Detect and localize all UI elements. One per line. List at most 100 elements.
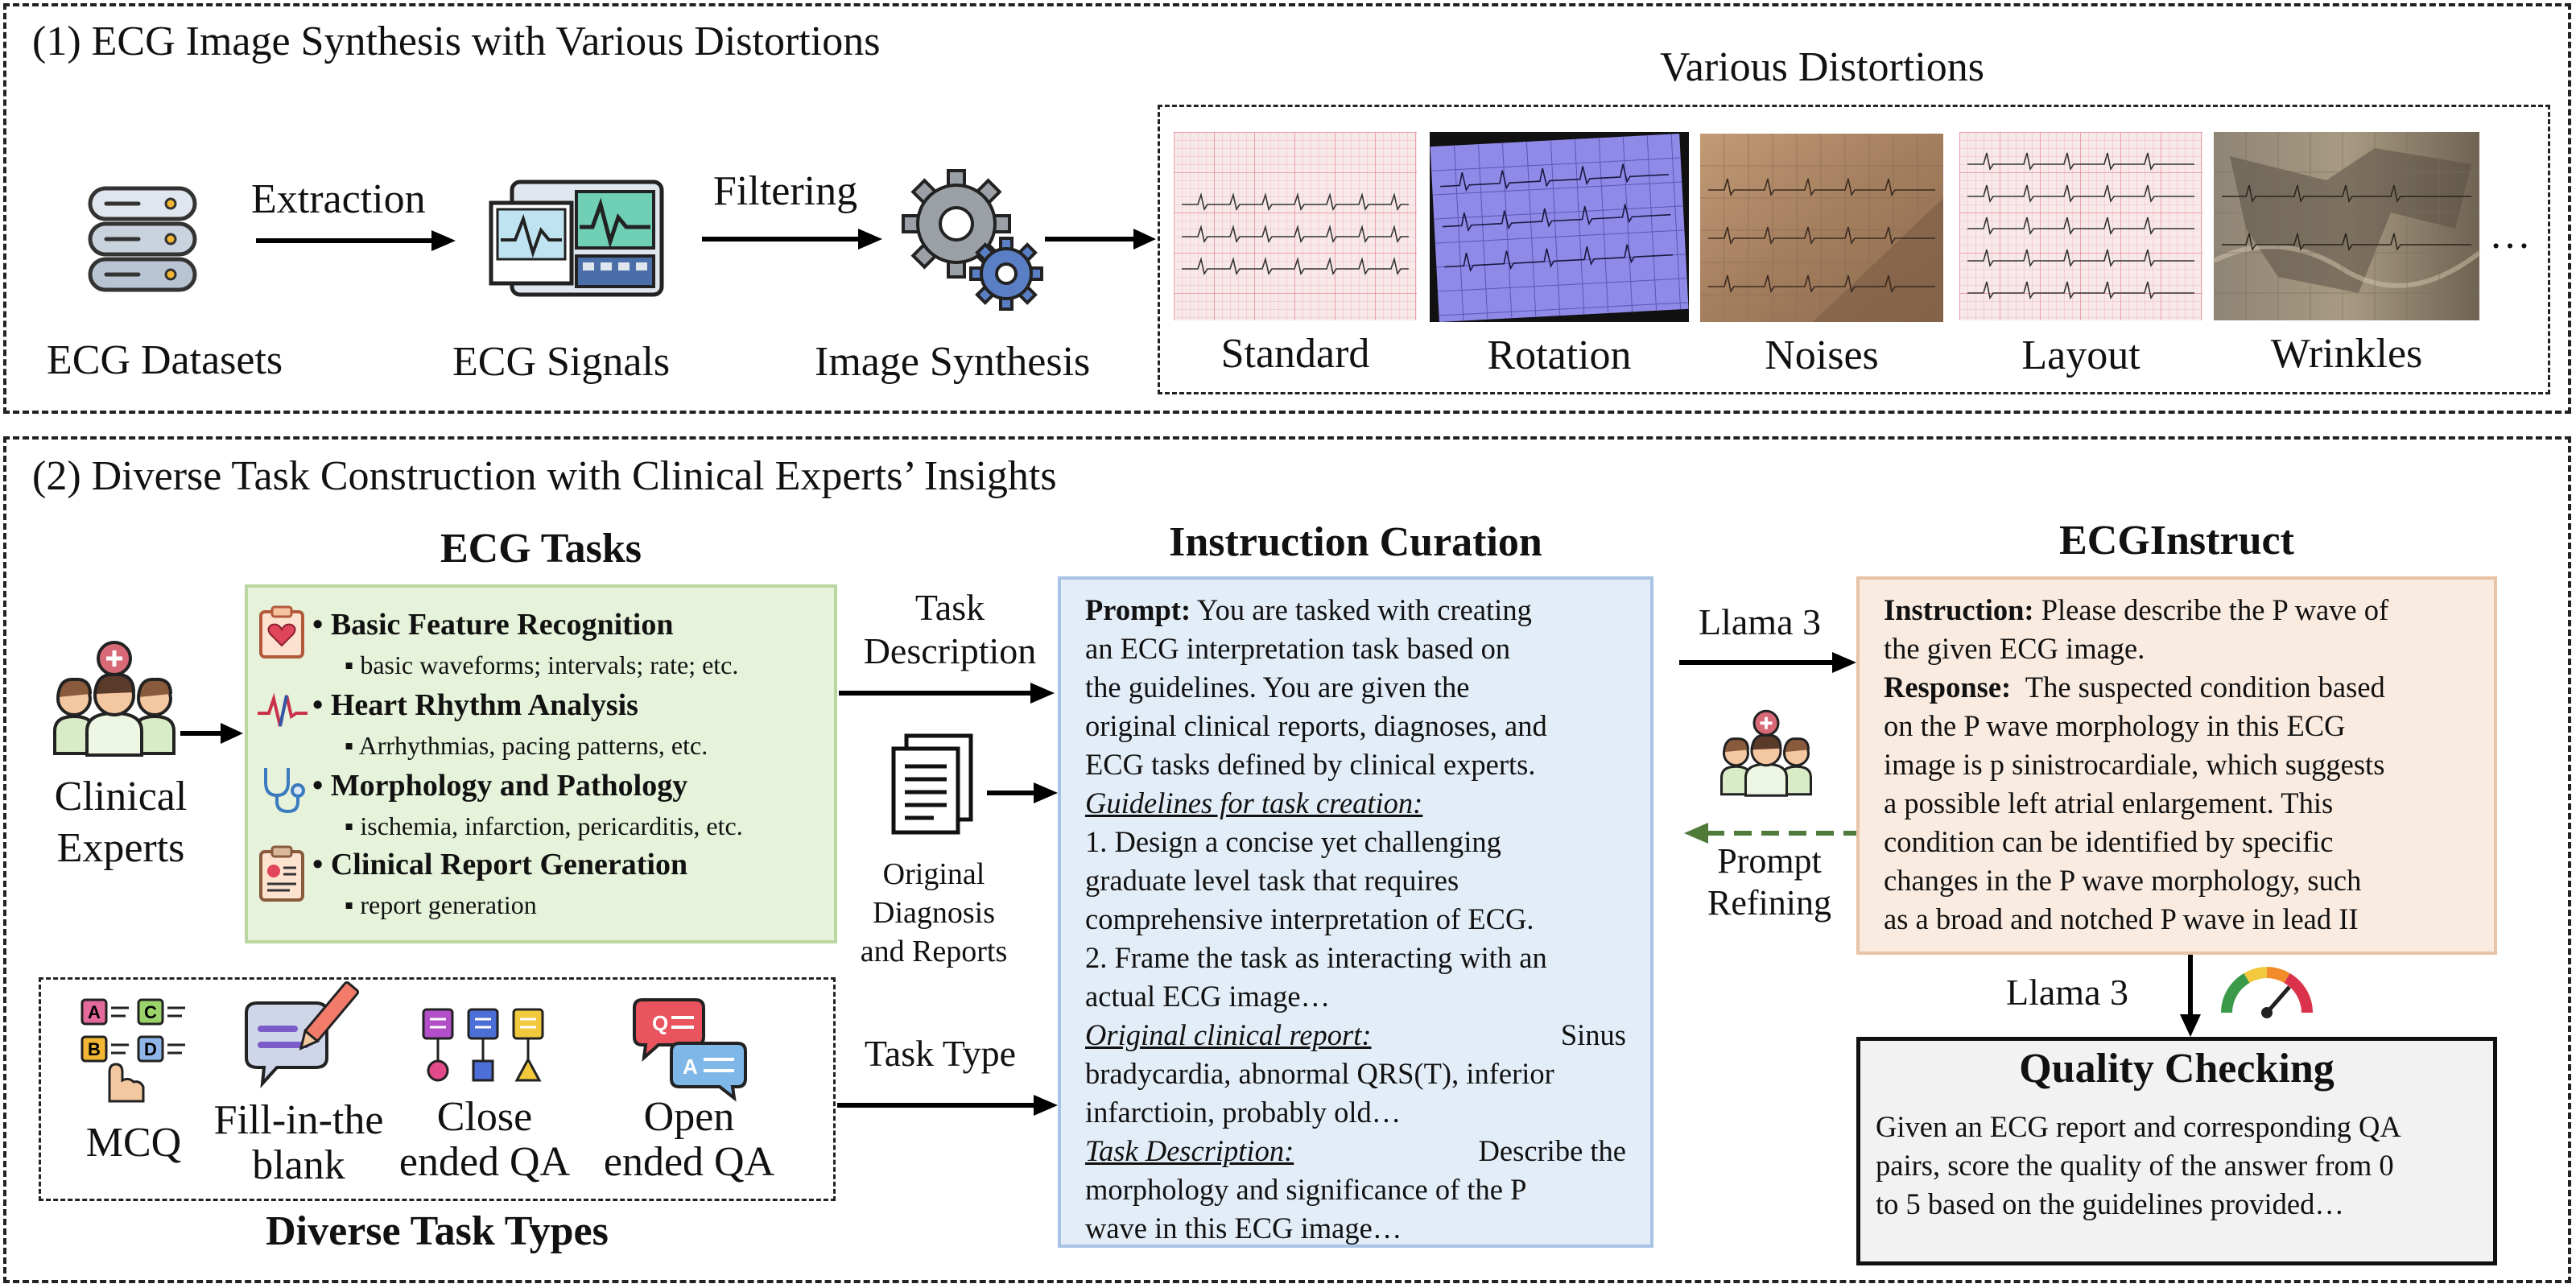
distortion-label-wrinkles: Wrinkles xyxy=(2270,331,2423,377)
task-type-fill-blank-line2: blank xyxy=(252,1142,345,1188)
task-type-mcq-label: MCQ xyxy=(85,1120,182,1166)
ecg-image-wrinkles xyxy=(2212,132,2481,320)
guideline-line-2: graduate level task that requires xyxy=(1085,864,1459,897)
quality-checking-title: Quality Checking xyxy=(2019,1046,2334,1092)
panel1-title: (1) ECG Image Synthesis with Various Dis… xyxy=(32,19,881,64)
response-line-1: Response: The suspected condition based xyxy=(1884,671,2385,704)
experts-small-icon xyxy=(1720,709,1812,797)
arrow-filtering xyxy=(702,229,882,250)
task-sub-basic-feature: ▪ basic waveforms; intervals; rate; etc. xyxy=(345,650,739,679)
svg-text:A: A xyxy=(683,1055,698,1079)
taskdesc-line-1: Task Description:Describe the xyxy=(1085,1134,1626,1167)
ecg-tasks-title: ECG Tasks xyxy=(440,526,642,572)
svg-text:Q: Q xyxy=(652,1011,668,1035)
task-type-close-ended-line1: Close xyxy=(436,1094,533,1140)
task-head-basic-feature: • Basic Feature Recognition xyxy=(312,608,674,642)
taskdesc-line-3: wave in this ECG image… xyxy=(1085,1212,1402,1245)
taskdesc-line-2: morphology and significance of the P xyxy=(1085,1173,1527,1206)
database-icon xyxy=(88,186,197,292)
ecg-image-layout xyxy=(1959,132,2202,320)
various-distortions-title: Various Distortions xyxy=(1660,44,1984,90)
report-clipboard-icon xyxy=(259,845,304,902)
report-line-2: bradycardia, abnormal QRS(T), inferior xyxy=(1085,1057,1554,1090)
pulse-wave-icon xyxy=(258,692,308,727)
clinical-experts-label-line1: Clinical xyxy=(54,774,188,819)
report-line-3: infarctioin, probably old… xyxy=(1085,1096,1402,1129)
step-ecg-signals: ECG Signals xyxy=(452,339,671,385)
arrow-llama-to-instruct xyxy=(1679,652,1856,673)
guideline-line-1: 1. Design a concise yet challenging xyxy=(1085,825,1501,858)
gears-icon xyxy=(902,169,1043,311)
ecginstruct-box: Instruction: Please describe the P wave … xyxy=(1856,576,2497,955)
instruction-line-1: Instruction: Please describe the P wave … xyxy=(1884,593,2389,626)
llama3-top-label: Llama 3 xyxy=(1699,601,1821,642)
guidelines-label: Guidelines for task creation: xyxy=(1085,786,1423,819)
mcq-icon: A C B D xyxy=(80,998,185,1103)
task-head-morphology: • Morphology and Pathology xyxy=(312,769,688,803)
prompt-line-5: ECG tasks defined by clinical experts. xyxy=(1085,748,1536,781)
guideline-line-3: comprehensive interpretation of ECG. xyxy=(1085,902,1534,935)
stethoscope-icon xyxy=(264,768,305,814)
task-sub-morphology: ▪ ischemia, infarction, pericarditis, et… xyxy=(345,811,743,840)
close-ended-icon xyxy=(422,1008,544,1082)
guideline-line-5: actual ECG image… xyxy=(1085,980,1331,1013)
svg-text:C: C xyxy=(144,1002,157,1022)
response-line-4: a possible left atrial enlargement. This xyxy=(1884,786,2334,819)
arrow-instruct-to-quality xyxy=(2180,955,2201,1037)
task-type-label: Task Type xyxy=(864,1033,1017,1074)
quality-line-1: Given an ECG report and corresponding QA xyxy=(1876,1110,2401,1143)
task-head-report-generation: • Clinical Report Generation xyxy=(312,848,688,881)
arrow-label-extraction: Extraction xyxy=(251,176,426,222)
clinical-experts-label-line2: Experts xyxy=(56,825,185,871)
ecg-tasks-box xyxy=(245,584,837,943)
task-description-label-line2: Description xyxy=(863,630,1037,671)
prompt-refining-line2: Refining xyxy=(1707,883,1831,923)
open-ended-icon: Q A xyxy=(633,998,747,1102)
ecg-image-rotation xyxy=(1430,132,1689,322)
distortion-label-noises: Noises xyxy=(1765,332,1879,378)
original-diagnosis-label-line1: Original xyxy=(882,857,985,891)
original-diagnosis-label-line3: and Reports xyxy=(860,935,1008,968)
response-line-5: condition can be identified by specific xyxy=(1884,825,2334,858)
diverse-task-types-title: Diverse Task Types xyxy=(266,1208,609,1254)
task-type-open-ended-line2: ended QA xyxy=(603,1139,775,1185)
arrow-prompt-refining xyxy=(1684,823,1856,844)
gauge-icon xyxy=(2221,967,2313,1018)
task-type-close-ended-line2: ended QA xyxy=(398,1139,571,1185)
task-description-label-line1: Task xyxy=(914,587,985,628)
panel-image-synthesis xyxy=(3,3,2571,414)
prompt-line-3: the guidelines. You are given the xyxy=(1085,671,1470,704)
clinical-experts-icon xyxy=(53,641,175,757)
distortion-label-rotation: Rotation xyxy=(1487,332,1632,378)
instruction-curation-box: Prompt: You are tasked with creating an … xyxy=(1058,576,1653,1248)
ecginstruct-title: ECGInstruct xyxy=(2059,518,2294,564)
ellipsis: … xyxy=(2489,212,2531,258)
instruction-line-2: the given ECG image. xyxy=(1884,632,2145,665)
document-icon xyxy=(891,733,973,835)
step-ecg-datasets: ECG Datasets xyxy=(47,337,283,383)
original-diagnosis-label-line2: Diagnosis xyxy=(873,896,995,930)
arrow-original-diagnosis xyxy=(987,782,1058,803)
arrow-to-distortions xyxy=(1045,229,1156,250)
report-line-1: Original clinical report:Sinus xyxy=(1085,1018,1626,1051)
arrow-task-type xyxy=(837,1095,1058,1116)
task-sub-heart-rhythm: ▪ Arrhythmias, pacing patterns, etc. xyxy=(345,731,708,760)
response-line-6: changes in the P wave morphology, such xyxy=(1884,864,2362,897)
response-line-2: on the P wave morphology in this ECG xyxy=(1884,709,2346,742)
llama3-bottom-label: Llama 3 xyxy=(2006,972,2128,1013)
task-sub-report-generation: ▪ report generation xyxy=(345,890,537,919)
distortions-box xyxy=(1158,105,2550,394)
step-image-synthesis: Image Synthesis xyxy=(815,339,1091,385)
quality-checking-box xyxy=(1856,1037,2497,1265)
quality-line-2: pairs, score the quality of the answer f… xyxy=(1876,1149,2394,1182)
fill-blank-icon xyxy=(245,980,360,1088)
response-line-3: image is p sinistrocardiale, which sugge… xyxy=(1884,748,2385,781)
instruction-curation-title: Instruction Curation xyxy=(1169,519,1542,565)
guideline-line-4: 2. Frame the task as interacting with an xyxy=(1085,941,1547,974)
quality-line-3: to 5 based on the guidelines provided… xyxy=(1876,1187,2344,1220)
arrow-label-filtering: Filtering xyxy=(713,168,858,214)
task-types-box xyxy=(39,977,836,1201)
svg-text:D: D xyxy=(144,1039,157,1059)
svg-text:A: A xyxy=(88,1002,101,1022)
prompt-line-2: an ECG interpretation task based on xyxy=(1085,632,1511,665)
